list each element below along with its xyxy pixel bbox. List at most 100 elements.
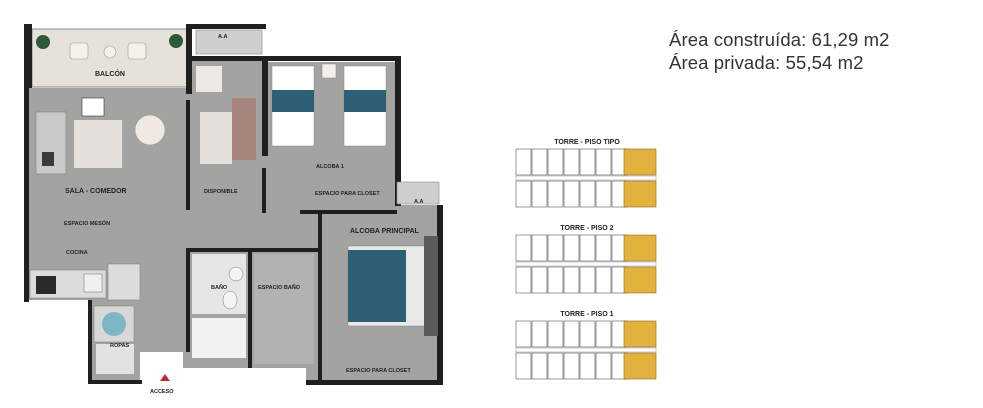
highlighted-unit <box>623 266 657 294</box>
label-living-dining: SALA - COMEDOR <box>65 188 127 195</box>
key-plan-title: TORRE - PISO 2 <box>560 225 613 232</box>
key-plan-title: TORRE - PISO 1 <box>560 311 613 318</box>
unit-block <box>563 266 580 294</box>
label-kitchen: COCINA <box>66 250 88 256</box>
unit-block <box>595 148 612 176</box>
bathroom-floor <box>192 254 246 314</box>
corridor <box>515 347 657 353</box>
label-available: DISPONIBLE <box>204 189 238 195</box>
sink-icon <box>228 266 244 282</box>
highlighted-unit <box>623 352 657 380</box>
entrance-arrow-icon <box>160 374 170 381</box>
desk-icon <box>196 66 222 92</box>
sofa-icon <box>232 98 256 160</box>
unit-block <box>579 266 596 294</box>
unit-block <box>515 148 532 176</box>
unit-block <box>547 266 564 294</box>
label-balcony: BALCÓN <box>95 69 125 78</box>
unit-block <box>595 234 612 262</box>
chair-icon <box>69 42 89 60</box>
unit-block <box>595 320 612 348</box>
corridor <box>515 175 657 181</box>
bath-space-floor <box>254 254 314 364</box>
unit-block <box>547 320 564 348</box>
unit-block <box>515 352 532 380</box>
headboard <box>424 236 438 336</box>
floor-area <box>28 56 440 382</box>
label-bedroom1: ALCOBA 1 <box>316 164 344 170</box>
unit-block <box>531 266 548 294</box>
bed-blanket <box>272 90 314 112</box>
label-aa-top: A.A <box>218 34 228 40</box>
rug <box>200 112 232 164</box>
aa-unit-right <box>396 181 440 205</box>
built-area-text: Área construída: 61,29 m2 <box>669 29 890 50</box>
armchair-icon <box>81 97 105 117</box>
private-area-text: Área privada: 55,54 m2 <box>669 52 864 73</box>
highlighted-unit <box>623 148 657 176</box>
stove-icon <box>36 276 56 294</box>
toilet-icon <box>222 290 238 310</box>
highlighted-unit <box>623 320 657 348</box>
unit-block <box>579 320 596 348</box>
rug <box>74 120 122 168</box>
table-icon <box>103 45 117 59</box>
label-desk-space: ESPACIO MESÓN <box>64 219 110 227</box>
label-master-bedroom: ALCOBA PRINCIPAL <box>350 228 420 235</box>
corridor <box>515 261 657 267</box>
bed-blanket <box>344 90 386 112</box>
highlighted-unit <box>623 234 657 262</box>
unit-block <box>563 320 580 348</box>
unit-block <box>515 234 532 262</box>
unit-block <box>579 180 596 208</box>
unit-block <box>547 352 564 380</box>
plant-icon <box>169 34 183 48</box>
unit-block <box>531 320 548 348</box>
highlighted-unit <box>623 180 657 208</box>
unit-block <box>531 234 548 262</box>
unit-block <box>547 234 564 262</box>
nightstand-icon <box>321 63 337 79</box>
unit-block <box>579 352 596 380</box>
label-laundry: ROPAS <box>110 343 129 349</box>
dining-table-icon <box>134 114 166 146</box>
unit-block <box>515 266 532 294</box>
washer-drum <box>102 312 126 336</box>
walls <box>24 24 443 385</box>
label-aa-right: A.A <box>414 199 424 205</box>
unit-block <box>595 266 612 294</box>
shower-area <box>192 318 246 358</box>
laundry-floor <box>96 344 134 374</box>
unit-block <box>563 352 580 380</box>
label-closet-master: ESPACIO PARA CLOSET <box>346 368 411 374</box>
unit-block <box>579 148 596 176</box>
key-plan: TORRE - PISO 1 <box>515 311 657 380</box>
key-plan: TORRE - PISO 2 <box>515 225 657 294</box>
unit-block <box>515 320 532 348</box>
chair-icon <box>127 42 147 60</box>
chair-icon <box>42 152 54 166</box>
unit-block <box>563 148 580 176</box>
unit-block <box>563 234 580 262</box>
unit-block <box>547 180 564 208</box>
unit-block <box>515 180 532 208</box>
unit-block <box>595 352 612 380</box>
label-bathroom: BAÑO <box>211 284 228 291</box>
unit-block <box>531 148 548 176</box>
apartment-plan: BALCÓN A.A A.A SALA - COMEDOR DISPONIBLE… <box>24 24 443 395</box>
unit-block <box>595 180 612 208</box>
label-bath-space: ESPACIO BAÑO <box>258 284 301 291</box>
unit-block <box>579 234 596 262</box>
label-closet1: ESPACIO PARA CLOSET <box>315 191 380 197</box>
aa-unit-top <box>195 29 263 55</box>
bed-blanket <box>348 250 406 322</box>
key-plans: TORRE - PISO TIPO TORRE - PISO 2 TORRE - P… <box>515 139 657 380</box>
fridge-icon <box>107 263 141 301</box>
key-plan-title: TORRE - PISO TIPO <box>554 139 620 146</box>
unit-block <box>563 180 580 208</box>
unit-block <box>531 352 548 380</box>
unit-block <box>531 180 548 208</box>
plant-icon <box>36 35 50 49</box>
unit-block <box>547 148 564 176</box>
